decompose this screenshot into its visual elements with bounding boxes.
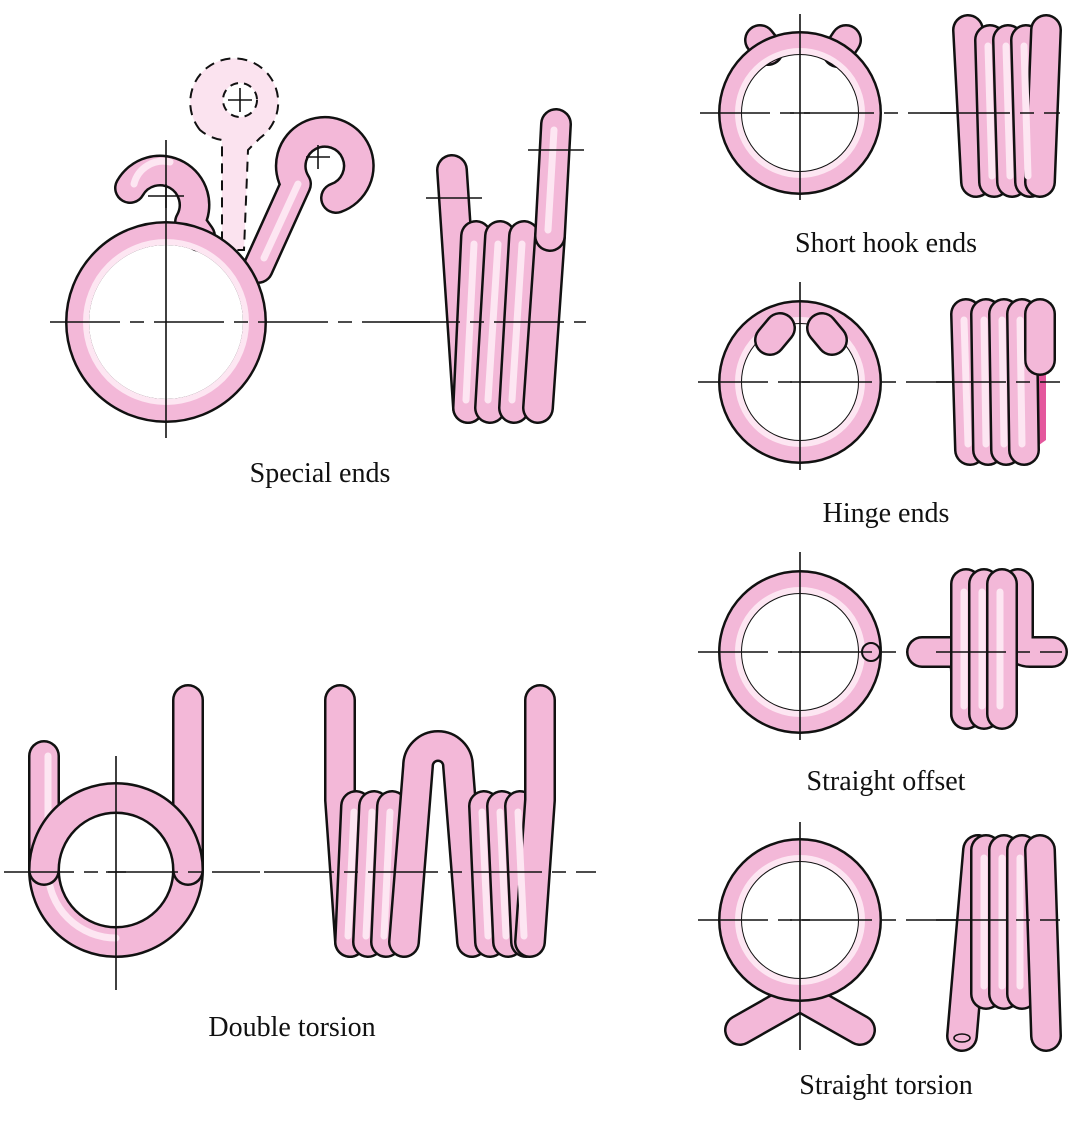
double-torsion-end-view bbox=[4, 684, 260, 990]
straight-torsion-side-view bbox=[936, 834, 1062, 1052]
caption-short-hook-ends: Short hook ends bbox=[795, 228, 977, 259]
straight-torsion-end-view bbox=[698, 822, 960, 1050]
caption-special-ends: Special ends bbox=[249, 458, 391, 489]
caption-hinge-ends: Hinge ends bbox=[822, 498, 950, 529]
short-hook-ends-side-view bbox=[940, 14, 1062, 198]
hinge-ends-side-view bbox=[936, 298, 1060, 466]
straight-offset-side-view bbox=[906, 568, 1068, 730]
hinge-ends-end-view bbox=[698, 282, 960, 470]
straight-offset-end-view bbox=[698, 552, 960, 740]
special-ends-end-view bbox=[50, 57, 430, 438]
short-hook-ends-end-view bbox=[700, 14, 970, 200]
special-ends-side-view bbox=[390, 108, 586, 424]
double-torsion-side-view bbox=[264, 684, 596, 958]
caption-straight-offset: Straight offset bbox=[806, 766, 966, 797]
caption-double-torsion: Double torsion bbox=[208, 1012, 376, 1043]
caption-straight-torsion: Straight torsion bbox=[799, 1070, 973, 1101]
